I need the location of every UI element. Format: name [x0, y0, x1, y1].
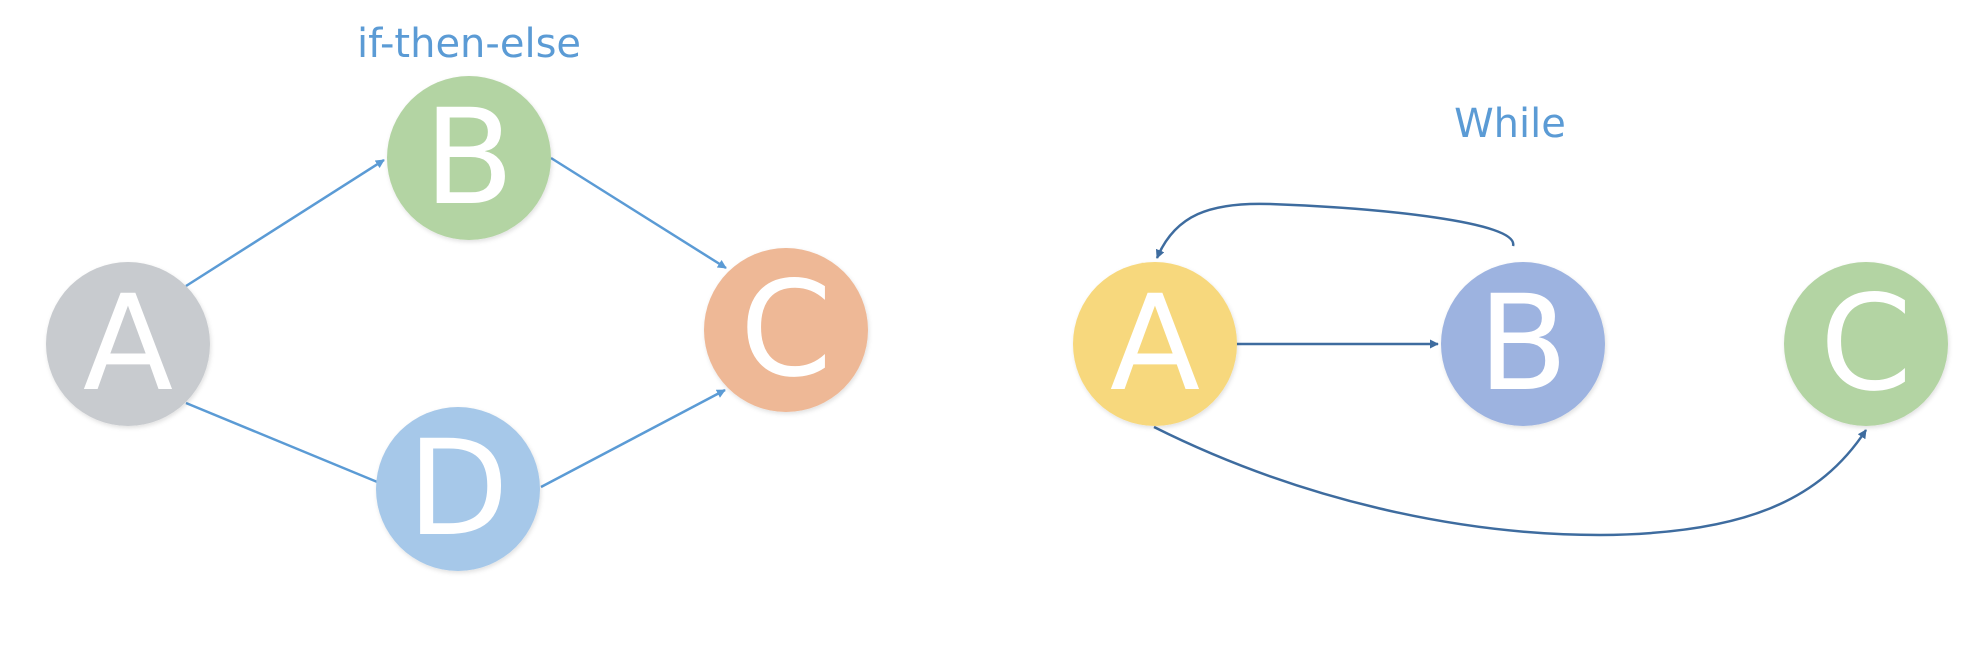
- edge-b-to-c: [550, 156, 727, 270]
- node-b-circle: [387, 76, 551, 240]
- edge-a-to-d: [185, 401, 388, 488]
- if-then-else-diagram: if-then-else A B C D: [46, 21, 868, 571]
- while-node-c-circle: [1784, 262, 1948, 426]
- while-node-a-label: A: [1110, 267, 1200, 421]
- node-c-label: C: [740, 253, 832, 407]
- while-title: While: [1454, 101, 1566, 147]
- node-b: B: [387, 76, 551, 240]
- node-d-circle: [376, 407, 540, 571]
- while-node-a-circle: [1073, 262, 1237, 426]
- while-node-b: B: [1441, 262, 1605, 426]
- node-b-label: B: [424, 81, 515, 235]
- if-then-else-title: if-then-else: [357, 21, 581, 67]
- edge-d-to-c: [540, 388, 726, 489]
- node-c: C: [704, 248, 868, 412]
- while-node-b-label: B: [1478, 267, 1569, 421]
- edge-a-to-c: [1153, 425, 1868, 537]
- while-diagram: While A B C: [1073, 101, 1948, 537]
- while-node-c-label: C: [1820, 267, 1912, 421]
- edge-a-to-b: [185, 158, 385, 288]
- while-node-c: C: [1784, 262, 1948, 426]
- while-node-a: A: [1073, 262, 1237, 426]
- node-c-circle: [704, 248, 868, 412]
- node-a-circle: [46, 262, 210, 426]
- while-node-b-circle: [1441, 262, 1605, 426]
- node-d: D: [376, 407, 540, 571]
- edge-b-to-a-loop: [1155, 202, 1515, 259]
- node-d-label: D: [407, 412, 509, 566]
- node-a: A: [46, 262, 210, 426]
- node-a-label: A: [83, 267, 173, 421]
